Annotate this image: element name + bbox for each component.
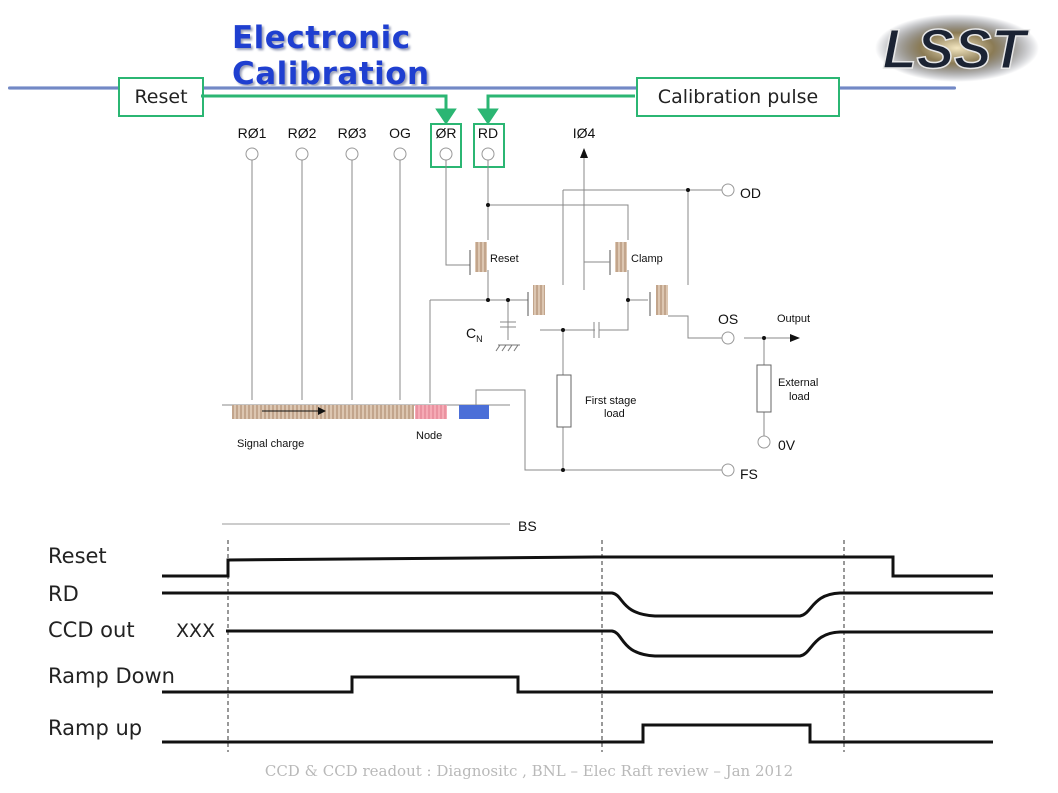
fs-label: FS [740,466,758,482]
signal-label-ramp-down: Ramp Down [48,664,175,688]
calibration-pulse-callout: Calibration pulse [636,77,840,117]
external-load-label-2: load [789,391,810,403]
node-label: Node [416,430,442,442]
waveform-reset [162,555,993,578]
zero-v-label: 0V [778,437,796,453]
pin-label-r2: RØ2 [288,125,317,141]
galaxy-swirl-icon [875,14,1039,82]
calibration-callout-arrow [477,94,635,125]
clamp-transistor [584,242,627,275]
signal-label-rd: RD [48,582,79,606]
bs-region [459,405,489,419]
clamp-fet-label: Clamp [631,253,663,265]
pin-terminals [245,147,495,161]
external-load-resistor [756,364,772,413]
cn-subscript: N [476,334,483,344]
pin-label-r1: RØ1 [238,125,267,141]
pin-label-i4: IØ4 [573,125,596,141]
signal-label-reset: Reset [48,544,107,568]
os-label: OS [718,311,738,327]
pin-label-r3: RØ3 [338,125,367,141]
output-label: Output [777,313,810,325]
ground-icon [495,344,520,352]
lsst-logo: LSST [875,14,1039,82]
signal-label-ramp-up: Ramp up [48,716,143,740]
junction-dots [486,188,766,472]
signal-charge-arrow-head-icon [318,407,326,415]
signal-charge-label: Signal charge [237,438,304,450]
signal-label-ccd-out: CCD out [48,618,135,642]
output-transistor-2 [649,285,668,316]
output-arrow-icon [790,334,800,342]
waveform-ramp-down [162,675,993,694]
rd-pin-highlight [473,123,505,168]
cn-label: CN [466,325,483,344]
i4-arrow-icon [580,148,588,158]
first-stage-label-1: First stage [585,395,636,407]
time-markers [227,540,845,752]
pin-label-phir: ØR [436,125,457,141]
reset-callout-arrow [201,94,457,125]
waveform-ccd-out [226,629,993,658]
bs-label: BS [518,518,537,534]
pin-label-rd: RD [478,125,498,141]
output-terminals [721,183,771,477]
node-region [415,405,447,419]
output-transistor-1 [527,285,545,316]
reset-fet-label: Reset [490,253,519,265]
od-label: OD [740,185,761,201]
external-load-label-1: External [778,377,818,389]
slide-footer: CCD & CCD readout : Diagnositc , BNL – E… [264,762,794,780]
waveform-ramp-up [162,723,993,744]
logo-text: LSST [882,17,1030,80]
waveform-rd [162,591,993,618]
xxx-label: XXX [176,620,216,642]
cn-letter: C [466,325,476,341]
reset-transistor [469,242,487,275]
slide-title: Electronic Calibration [232,20,430,92]
title-rule [8,86,956,90]
pin-labels: RØ1 RØ2 RØ3 OG ØR RD IØ4 [238,125,596,141]
first-stage-load-resistor [556,374,572,428]
pin-label-og: OG [389,125,411,141]
first-stage-label-2: load [604,408,625,420]
